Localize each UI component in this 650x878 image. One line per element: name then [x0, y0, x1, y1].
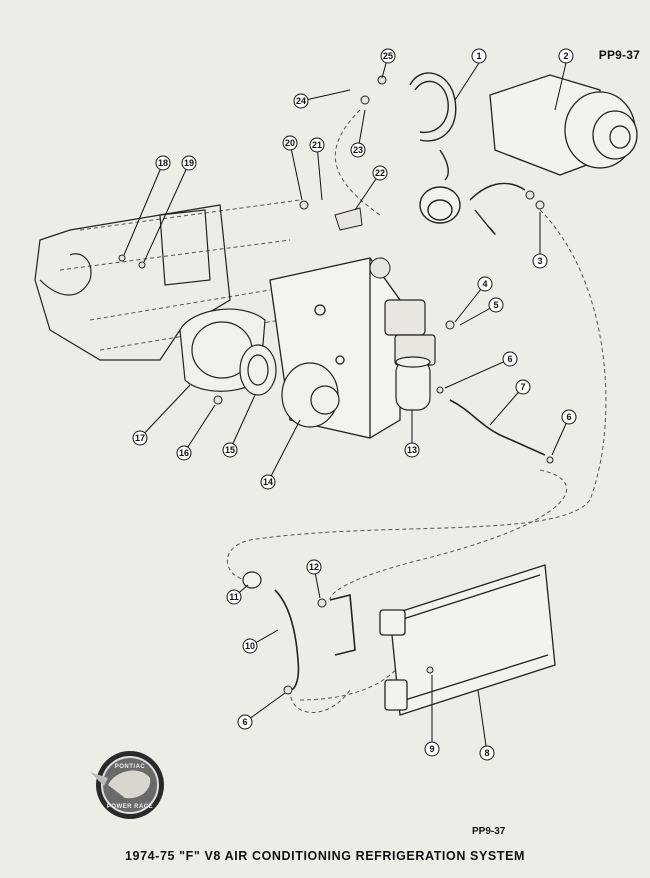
callout-19: 19	[181, 155, 197, 171]
callout-7: 7	[515, 379, 531, 395]
callout-17: 17	[132, 430, 148, 446]
callout-13: 13	[404, 442, 420, 458]
hose-assembly	[409, 72, 526, 235]
svg-text:7: 7	[520, 382, 525, 392]
callout-18: 18	[155, 155, 171, 171]
svg-text:POWER RACE: POWER RACE	[107, 804, 153, 810]
svg-text:15: 15	[225, 445, 235, 455]
hose-and-bracket	[242, 571, 356, 691]
svg-text:4: 4	[482, 279, 487, 289]
svg-text:10: 10	[245, 641, 255, 651]
svg-text:24: 24	[296, 96, 306, 106]
svg-text:11: 11	[229, 592, 239, 602]
figure-caption: 1974-75 "F" V8 AIR CONDITIONING REFRIGER…	[124, 849, 526, 863]
callout-3: 3	[532, 253, 548, 269]
svg-text:25: 25	[383, 51, 393, 61]
receiver-dehydrator	[395, 356, 431, 411]
callout-6b: 6	[561, 409, 577, 425]
svg-text:9: 9	[429, 744, 434, 754]
svg-text:20: 20	[285, 138, 295, 148]
svg-text:1: 1	[476, 51, 481, 61]
svg-text:6: 6	[507, 354, 512, 364]
callout-25: 25	[380, 48, 396, 64]
svg-text:5: 5	[493, 300, 498, 310]
compressor	[489, 74, 638, 176]
svg-text:3: 3	[537, 256, 542, 266]
figure-code-bottom: PP9-37	[472, 826, 506, 837]
callout-20: 20	[282, 135, 298, 151]
fittings	[118, 75, 554, 695]
callout-2: 2	[558, 48, 574, 64]
svg-text:21: 21	[312, 140, 322, 150]
condenser	[379, 564, 556, 716]
svg-text:17: 17	[135, 433, 145, 443]
callout-11: 11	[226, 589, 242, 605]
callout-23: 23	[350, 142, 366, 158]
svg-text:19: 19	[184, 158, 194, 168]
svg-text:13: 13	[407, 445, 417, 455]
callout-6a: 6	[502, 351, 518, 367]
figure-code-top: PP9-37	[598, 48, 640, 62]
callouts: 1 2 3 4 5 6 7 6 8 9 6 10 11 12 13 14 15 …	[132, 48, 577, 761]
svg-text:6: 6	[242, 717, 247, 727]
svg-text:18: 18	[158, 158, 168, 168]
pontiac-logo: PONTIAC POWER RACE	[90, 751, 164, 819]
callout-9: 9	[424, 741, 440, 757]
svg-text:23: 23	[353, 145, 363, 155]
svg-text:12: 12	[309, 562, 319, 572]
callout-24: 24	[293, 93, 309, 109]
callout-21: 21	[309, 137, 325, 153]
callout-4: 4	[477, 276, 493, 292]
svg-text:6: 6	[566, 412, 571, 422]
svg-text:2: 2	[563, 51, 568, 61]
leader-lines	[123, 55, 570, 754]
callout-1: 1	[471, 48, 487, 64]
routing-lines	[59, 109, 607, 713]
svg-text:PONTIAC: PONTIAC	[115, 764, 146, 770]
svg-text:14: 14	[263, 477, 273, 487]
svg-text:22: 22	[375, 168, 385, 178]
callout-10: 10	[242, 638, 258, 654]
svg-text:16: 16	[179, 448, 189, 458]
callout-5: 5	[488, 297, 504, 313]
callout-8: 8	[479, 745, 495, 761]
liquid-line	[449, 399, 546, 456]
callout-14: 14	[260, 474, 276, 490]
callout-12: 12	[306, 559, 322, 575]
callout-16: 16	[176, 445, 192, 461]
blower-assembly	[179, 308, 340, 428]
svg-text:8: 8	[484, 748, 489, 758]
callout-22: 22	[372, 165, 388, 181]
callout-15: 15	[222, 442, 238, 458]
callout-6c: 6	[237, 714, 253, 730]
